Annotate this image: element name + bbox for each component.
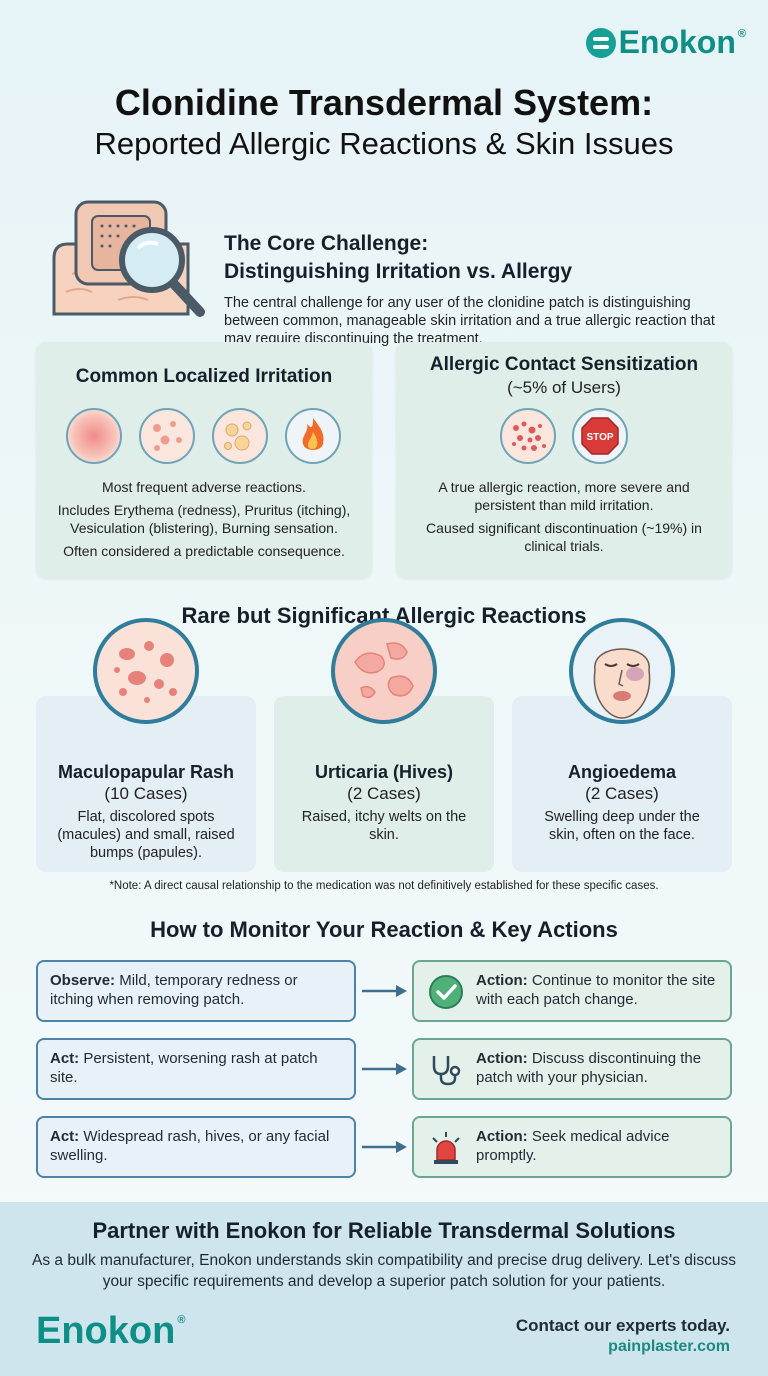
- hives-illustration-icon: [331, 618, 437, 724]
- row1-right-text: Continue to monitor the site with each p…: [476, 972, 716, 1008]
- sensitization-card: Allergic Contact Sensitization (~5% of U…: [396, 342, 732, 578]
- core-challenge-heading: The Core Challenge: Distinguishing Irrit…: [224, 230, 744, 286]
- footer-logo-reg: ®: [177, 1314, 186, 1326]
- observe-mild-box: Observe: Mild, temporary redness or itch…: [36, 960, 356, 1022]
- row2-left-text: Persistent, worsening rash at patch site…: [50, 1050, 318, 1086]
- footer-text: As a bulk manufacturer, Enokon understan…: [32, 1252, 736, 1290]
- header-logo-text: Enokon: [618, 24, 736, 60]
- blister-icon: [212, 408, 268, 464]
- stethoscope-icon: [432, 1056, 461, 1086]
- sensitization-title: Allergic Contact Sensitization: [429, 354, 699, 375]
- sensitization-p2: Caused significant discontinuation (~19%…: [426, 520, 702, 554]
- allergy-rash-icon: [500, 408, 556, 464]
- row2-right-text: Discuss discontinuing the patch with you…: [476, 1050, 702, 1086]
- footer-heading: Partner with Enokon for Reliable Transde…: [92, 1218, 676, 1243]
- monitor-heading: How to Monitor Your Reaction & Key Actio…: [150, 917, 618, 942]
- sensitization-text: A true allergic reaction, more severe an…: [426, 478, 702, 560]
- rash-cases: (10 Cases): [104, 784, 188, 803]
- act-widespread-box: Act: Widespread rash, hives, or any faci…: [36, 1116, 356, 1178]
- footer-logo[interactable]: Enokon ®: [36, 1310, 185, 1353]
- patch-magnifier-icon: [52, 200, 205, 317]
- act-persistent-box: Act: Persistent, worsening rash at patch…: [36, 1038, 356, 1100]
- core-heading-line2: Distinguishing Irritation vs. Allergy: [224, 260, 573, 283]
- angioedema-text: Swelling deep under the skin, often on t…: [544, 809, 700, 843]
- footer-contact: Contact our experts today.: [515, 1316, 730, 1335]
- irritation-card: Common Localized Irritation Most frequen…: [36, 342, 372, 578]
- arrow-icon: [362, 1063, 407, 1075]
- irritation-p1: Most frequent adverse reactions.: [102, 479, 306, 495]
- footer-logo-text: Enokon: [36, 1310, 176, 1352]
- bumps-icon: [139, 408, 195, 464]
- stop-sign-icon: STOP: [572, 408, 628, 464]
- rash-illustration-icon: [93, 618, 199, 724]
- redness-icon: [66, 408, 122, 464]
- row2-right-label: Action:: [476, 1050, 528, 1067]
- header-logo[interactable]: Enokon ®: [585, 24, 746, 61]
- hives-text: Raised, itchy welts on the skin.: [301, 809, 467, 843]
- row1-left-text: Mild, temporary redness or itching when …: [50, 972, 298, 1008]
- action-discuss-box: Action: Discuss discontinuing the patch …: [412, 1038, 732, 1100]
- row3-right-text: Seek medical advice promptly.: [476, 1128, 670, 1164]
- irritation-p3: Often considered a predictable consequen…: [63, 543, 345, 559]
- row1-right-label: Action:: [476, 972, 528, 989]
- row2-left-label: Act:: [50, 1050, 80, 1067]
- irritation-title: Common Localized Irritation: [75, 366, 333, 387]
- irritation-text: Most frequent adverse reactions. Include…: [42, 478, 366, 565]
- footer-url-link[interactable]: painplaster.com: [608, 1338, 730, 1355]
- hives-title: Urticaria (Hives): [314, 762, 454, 782]
- arrow-icon: [362, 985, 407, 997]
- row3-left-label: Act:: [50, 1128, 80, 1145]
- check-icon: [429, 975, 463, 1009]
- row3-right-label: Action:: [476, 1128, 528, 1145]
- sensitization-p1: A true allergic reaction, more severe an…: [438, 479, 690, 513]
- rare-reactions-note: *Note: A direct causal relationship to t…: [109, 880, 659, 892]
- angioedema-card: Angioedema (2 Cases) Swelling deep under…: [512, 696, 732, 872]
- irritation-p2: Includes Erythema (redness), Pruritus (i…: [57, 502, 351, 536]
- core-heading-line1: The Core Challenge:: [224, 232, 429, 255]
- rash-title: Maculopapular Rash: [57, 762, 235, 782]
- core-challenge-text: The central challenge for any user of th…: [224, 295, 715, 347]
- angioedema-title: Angioedema: [567, 762, 677, 782]
- sensitization-sub: (~5% of Users): [507, 378, 621, 397]
- stop-sign-text: STOP: [586, 432, 613, 443]
- hives-card: Urticaria (Hives) (2 Cases) Raised, itch…: [274, 696, 494, 872]
- face-swelling-icon: [569, 618, 675, 724]
- row3-left-text: Widespread rash, hives, or any facial sw…: [50, 1128, 330, 1164]
- action-seek-advice-box: Action: Seek medical advice promptly.: [412, 1116, 732, 1178]
- burning-icon: [285, 408, 341, 464]
- alarm-icon: [432, 1132, 460, 1164]
- hives-cases: (2 Cases): [347, 784, 421, 803]
- enokon-logo-icon: [585, 27, 616, 58]
- rash-card: Maculopapular Rash (10 Cases) Flat, disc…: [36, 696, 256, 872]
- page-subtitle: Reported Allergic Reactions & Skin Issue…: [94, 126, 674, 161]
- footer-panel: [0, 1202, 768, 1376]
- row1-left-label: Observe:: [50, 972, 116, 989]
- angioedema-cases: (2 Cases): [585, 784, 659, 803]
- action-monitor-box: Action: Continue to monitor the site wit…: [412, 960, 732, 1022]
- header-logo-reg: ®: [737, 28, 746, 40]
- page-title: Clonidine Transdermal System:: [114, 82, 654, 123]
- rash-text: Flat, discolored spots (macules) and sma…: [57, 809, 235, 861]
- arrow-icon: [362, 1141, 407, 1153]
